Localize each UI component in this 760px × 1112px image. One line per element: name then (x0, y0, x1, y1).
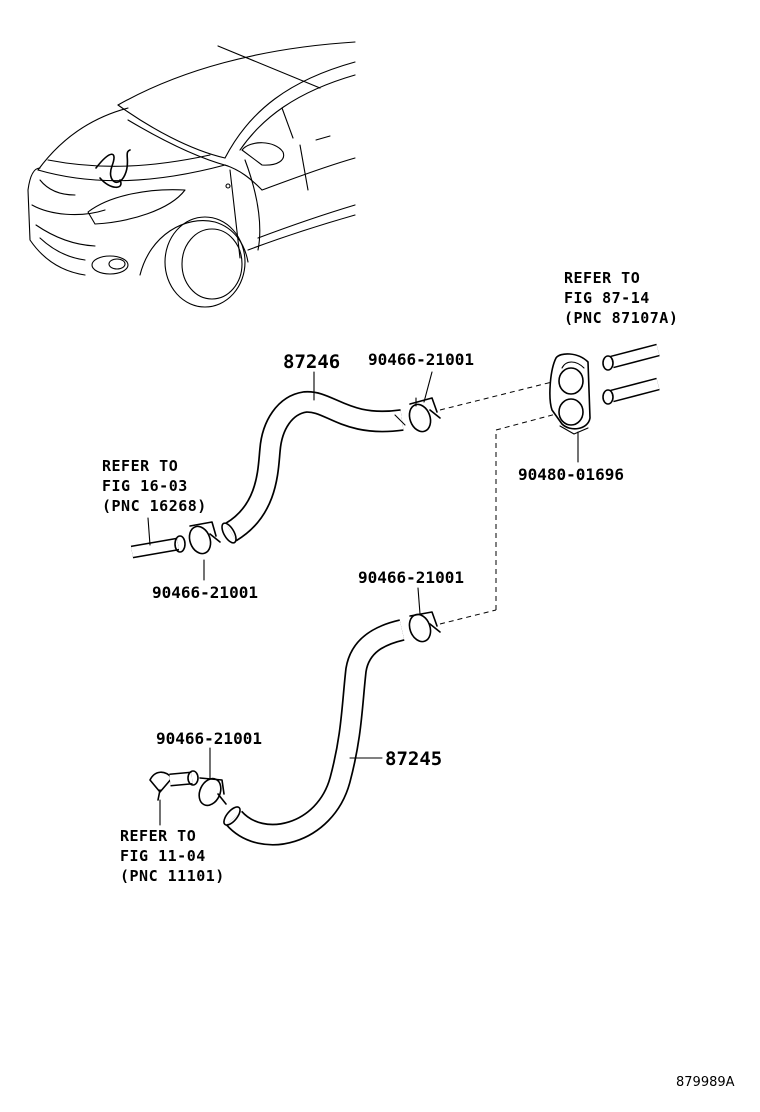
clamp-upper-right (408, 397, 441, 433)
svg-text:REFER TO: REFER TO (120, 827, 196, 845)
part-number-clamp-lower-right: 90466-21001 (358, 568, 464, 587)
refer-11-04-label: REFER TO FIG 11-04 (PNC 11101) (120, 827, 225, 885)
svg-text:FIG 87-14: FIG 87-14 (564, 289, 650, 307)
leader-clamp-lower-right (417, 587, 421, 615)
part-number-clamp-lower-left: 90466-21001 (156, 729, 262, 748)
dashed-line-upper (439, 381, 553, 411)
diagram-id: 879989A (676, 1075, 735, 1090)
svg-text:(PNC 87107A): (PNC 87107A) (564, 309, 678, 327)
car-illustration (27, 41, 356, 308)
refer-87-14-label: REFER TO FIG 87-14 (PNC 87107A) (564, 269, 678, 327)
svg-text:(PNC 11101): (PNC 11101) (120, 867, 225, 885)
left-pipe-lower (149, 770, 199, 801)
svg-text:REFER TO: REFER TO (102, 457, 178, 475)
left-pipe-upper (130, 535, 186, 559)
leader-refer-16-03 (147, 517, 151, 546)
hose-87245 (223, 619, 405, 846)
refer-16-03-label: REFER TO FIG 16-03 (PNC 16268) (102, 457, 207, 515)
clamp-lower-right (408, 611, 441, 643)
svg-text:FIG 16-03: FIG 16-03 (102, 477, 188, 495)
clamp-upper-left (188, 521, 221, 555)
dashed-line-lower-vertical (495, 413, 557, 610)
part-number-grommet: 90480-01696 (518, 465, 624, 484)
svg-text:FIG 11-04: FIG 11-04 (120, 847, 206, 865)
svg-text:(PNC 16268): (PNC 16268) (102, 497, 207, 515)
grommet-part (549, 353, 591, 435)
part-number-87245: 87245 (385, 748, 442, 770)
part-number-clamp-upper-left: 90466-21001 (152, 583, 258, 602)
part-number-clamp-upper-right: 90466-21001 (368, 350, 474, 369)
hose-87246 (221, 390, 406, 544)
svg-text:REFER TO: REFER TO (564, 269, 640, 287)
dashed-line-lower-horizontal (439, 609, 497, 625)
leader-clamp-upper-right (423, 371, 433, 403)
right-tubes (602, 343, 660, 405)
clamp-lower-left (198, 777, 227, 807)
part-number-87246: 87246 (283, 351, 340, 373)
